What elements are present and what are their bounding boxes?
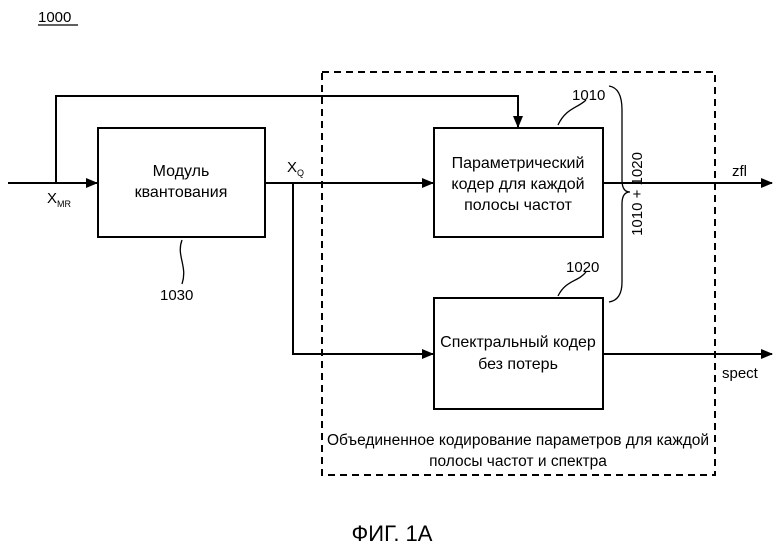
- quantizer-label-line2: квантования: [135, 184, 228, 201]
- input-signal-label: XMR: [47, 190, 72, 209]
- lossless-coder-label-line2: без потерь: [478, 356, 558, 373]
- zfl-output-label: zfl: [732, 163, 747, 180]
- ref-1020-label: 1020: [566, 259, 599, 276]
- figure-caption: ФИГ. 1А: [352, 521, 433, 546]
- parametric-coder-label-line3: полосы частот: [464, 197, 573, 214]
- spect-output-label: spect: [722, 365, 759, 382]
- quantized-signal-label: XQ: [287, 159, 304, 178]
- ref-1030-leader: [180, 240, 183, 284]
- quantized-to-lossless-arrow: [293, 183, 433, 354]
- quantizer-label-line1: Модуль: [153, 163, 210, 180]
- quantizer-block: [98, 128, 265, 237]
- combined-brace-label: 1010 + 1020: [629, 152, 646, 236]
- combined-brace: [609, 86, 630, 302]
- parametric-coder-label-line1: Параметрический: [452, 155, 585, 172]
- ref-1010-label: 1010: [572, 87, 605, 104]
- joint-coding-caption-line1: Объединенное кодирование параметров для …: [327, 432, 709, 449]
- ref-1030-label: 1030: [160, 287, 193, 304]
- figure-number: 1000: [38, 9, 71, 26]
- lossless-coder-block: [434, 298, 603, 409]
- joint-coding-caption-line2: полосы частот и спектра: [429, 453, 607, 470]
- lossless-coder-label-line1: Спектральный кодер: [440, 334, 596, 351]
- parametric-coder-label-line2: кодер для каждой: [451, 176, 584, 193]
